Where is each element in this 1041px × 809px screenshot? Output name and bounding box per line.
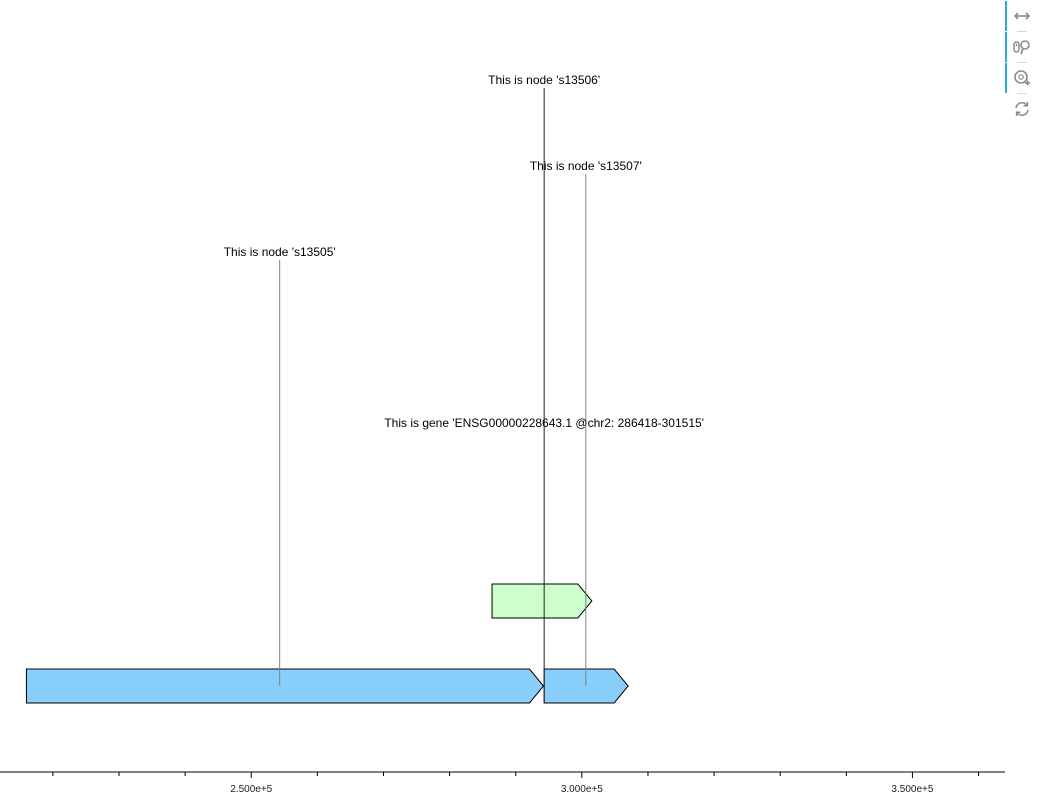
leader-lines-layer: [279, 88, 587, 703]
pan-tool-button[interactable]: [1005, 1, 1037, 31]
tick-label: 2.500e+5: [230, 784, 272, 795]
label-1: This is node 's13507': [530, 159, 642, 173]
zoom-in-icon: [1014, 70, 1030, 86]
labels-layer: This is node 's13506' This is node 's1350…: [224, 73, 704, 430]
gene-feature[interactable]: [491, 583, 593, 619]
wheel-zoom-tool-button[interactable]: [1005, 32, 1037, 62]
zoom-in-tool-button[interactable]: [1005, 63, 1037, 93]
toolbar: [1005, 0, 1041, 130]
reset-icon: [1015, 101, 1029, 117]
label-2: This is node 's13505': [224, 245, 336, 259]
toolbar-divider: [1017, 62, 1027, 63]
x-axis: 2.500e+5 3.000e+5 3.500e+5: [0, 771, 1005, 795]
horizontal-pan-icon: [1013, 12, 1031, 20]
reset-tool-button[interactable]: [1007, 94, 1037, 124]
tick-label: 3.000e+5: [561, 784, 603, 795]
tick-label: 3.500e+5: [891, 784, 933, 795]
segment-feature-0[interactable]: [25, 668, 545, 704]
toolbar-divider: [1017, 31, 1027, 32]
toolbar-divider: [1017, 93, 1027, 94]
features-layer: [25, 583, 629, 704]
wheel-zoom-icon: [1013, 40, 1030, 55]
label-0: This is node 's13506': [488, 73, 600, 87]
label-3: This is gene 'ENSG00000228643.1 @chr2: 2…: [384, 416, 704, 430]
